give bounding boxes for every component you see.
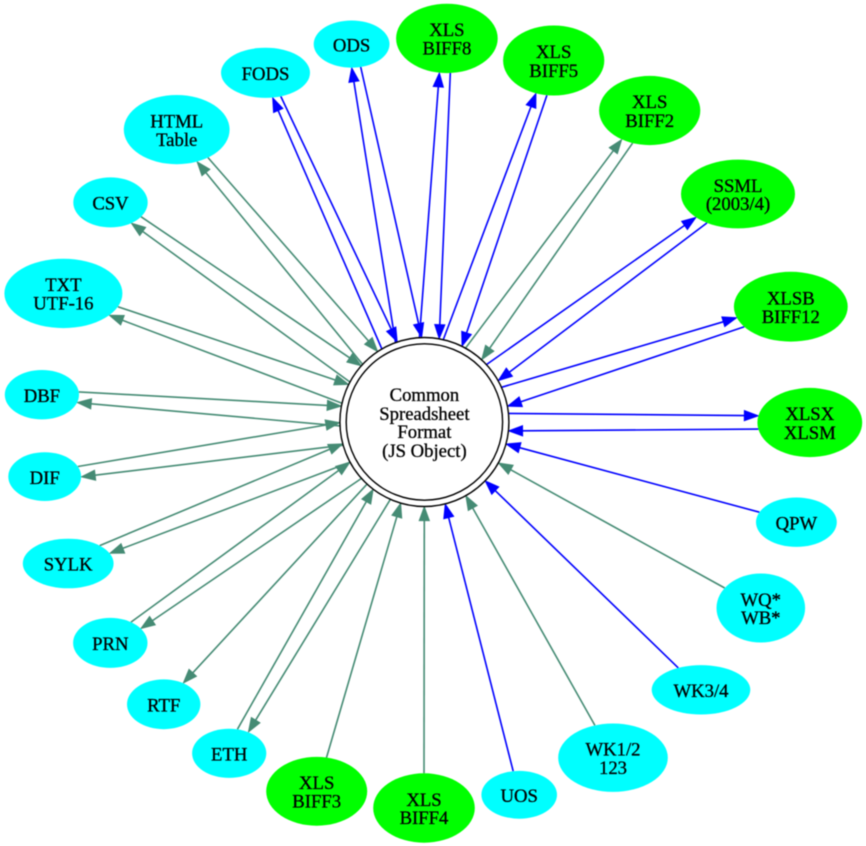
- svg-text:SYLK: SYLK: [44, 555, 93, 576]
- svg-text:WB*: WB*: [741, 608, 780, 629]
- svg-text:DBF: DBF: [24, 386, 60, 407]
- svg-text:BIFF12: BIFF12: [762, 307, 820, 328]
- svg-text:SSML: SSML: [714, 176, 763, 197]
- svg-text:ETH: ETH: [211, 745, 247, 766]
- svg-text:123: 123: [599, 758, 627, 779]
- svg-text:TXT: TXT: [45, 275, 82, 296]
- svg-text:XLSX: XLSX: [785, 404, 834, 425]
- svg-text:ODS: ODS: [333, 35, 370, 56]
- svg-text:BIFF2: BIFF2: [625, 111, 674, 132]
- svg-text:Common: Common: [390, 385, 460, 406]
- svg-text:Table: Table: [156, 130, 197, 151]
- svg-text:WQ*: WQ*: [741, 590, 781, 611]
- svg-text:UTF-16: UTF-16: [33, 294, 93, 315]
- svg-text:QPW: QPW: [776, 513, 818, 534]
- svg-text:XLS: XLS: [299, 773, 334, 794]
- svg-text:DIF: DIF: [30, 468, 60, 489]
- svg-text:XLS: XLS: [632, 92, 667, 113]
- svg-text:XLSB: XLSB: [767, 288, 815, 309]
- svg-text:UOS: UOS: [501, 786, 538, 807]
- svg-text:CSV: CSV: [92, 194, 129, 215]
- svg-text:(2003/4): (2003/4): [706, 194, 770, 215]
- svg-text:Format: Format: [397, 422, 452, 443]
- svg-text:WK1/2: WK1/2: [585, 740, 640, 761]
- svg-text:BIFF4: BIFF4: [400, 808, 449, 829]
- svg-text:PRN: PRN: [92, 634, 129, 655]
- svg-text:XLS: XLS: [536, 42, 571, 63]
- svg-text:BIFF8: BIFF8: [422, 39, 471, 60]
- svg-text:XLSM: XLSM: [784, 423, 836, 444]
- svg-text:XLS: XLS: [406, 790, 441, 811]
- svg-text:HTML: HTML: [150, 111, 203, 132]
- svg-text:XLS: XLS: [429, 20, 464, 41]
- svg-text:RTF: RTF: [147, 696, 180, 717]
- svg-text:WK3/4: WK3/4: [673, 681, 729, 702]
- svg-text:BIFF5: BIFF5: [529, 61, 578, 82]
- svg-text:(JS Object): (JS Object): [382, 441, 467, 462]
- svg-text:Spreadsheet: Spreadsheet: [379, 404, 470, 425]
- svg-text:BIFF3: BIFF3: [292, 792, 341, 813]
- svg-text:FODS: FODS: [242, 64, 290, 85]
